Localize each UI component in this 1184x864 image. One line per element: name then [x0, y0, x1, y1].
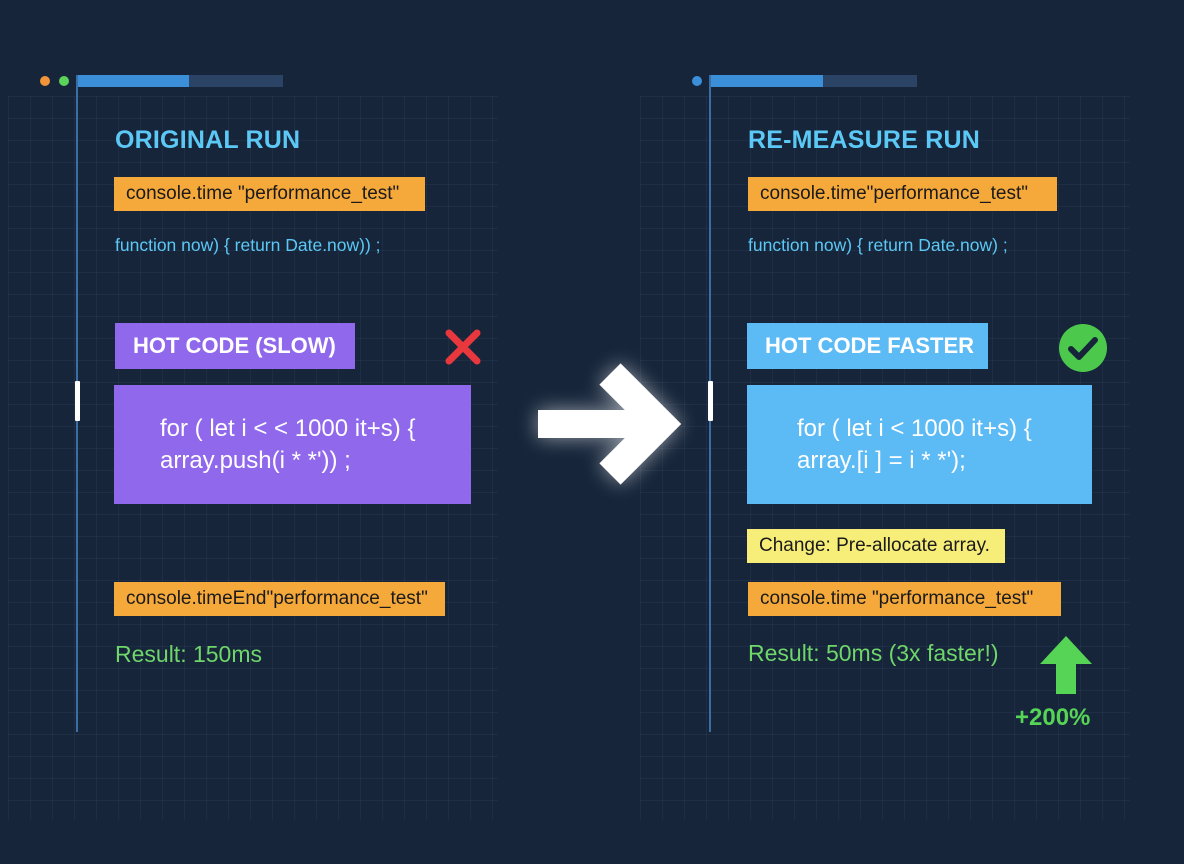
left-console-timeend-tag: console.timeEnd"performance_test"	[114, 582, 445, 616]
improvement-percentage: +200%	[1015, 704, 1091, 731]
right-hot-code-label: HOT CODE FASTER	[747, 323, 988, 369]
left-code-line-2: array.push(i * *')) ;	[160, 447, 351, 474]
up-arrow-icon	[1038, 634, 1094, 696]
left-result-text: Result: 150ms	[115, 641, 263, 667]
left-timeline-marker	[75, 381, 80, 421]
green-dot-icon	[59, 76, 69, 86]
left-console-time-tag: console.time "performance_test"	[114, 177, 425, 211]
left-hot-code-label: HOT CODE (SLOW)	[115, 323, 355, 369]
check-circle-icon	[1058, 323, 1108, 373]
left-code-line-1: for ( let i < < 1000 it+s) {	[160, 415, 416, 442]
right-panel-title: RE-MEASURE RUN	[748, 126, 980, 154]
left-progress-fill	[77, 75, 189, 87]
right-arrow-icon	[534, 360, 682, 488]
right-progress-fill	[710, 75, 823, 87]
blue-dot-icon	[692, 76, 702, 86]
right-code-line-1: for ( let i < 1000 it+s) {	[797, 415, 1032, 442]
orange-dot-icon	[40, 76, 50, 86]
x-mark-icon	[444, 328, 482, 366]
left-code-block: for ( let i < < 1000 it+s) { array.push(…	[114, 385, 471, 504]
left-function-line: function now) { return Date.now)) ;	[115, 235, 381, 255]
right-console-timeend-tag: console.time "performance_test"	[748, 582, 1061, 616]
right-result-text: Result: 50ms (3x faster!)	[748, 640, 999, 666]
right-console-time-tag: console.time"performance_test"	[748, 177, 1057, 211]
right-timeline-marker	[708, 381, 713, 421]
change-note-tag: Change: Pre-allocate array.	[747, 529, 1005, 563]
right-function-line: function now) { return Date.now) ;	[748, 235, 1008, 255]
right-code-block: for ( let i < 1000 it+s) { array.[i ] = …	[747, 385, 1092, 504]
right-code-line-2: array.[i ] = i * *');	[797, 447, 966, 474]
left-panel-title: ORIGINAL RUN	[115, 126, 301, 154]
